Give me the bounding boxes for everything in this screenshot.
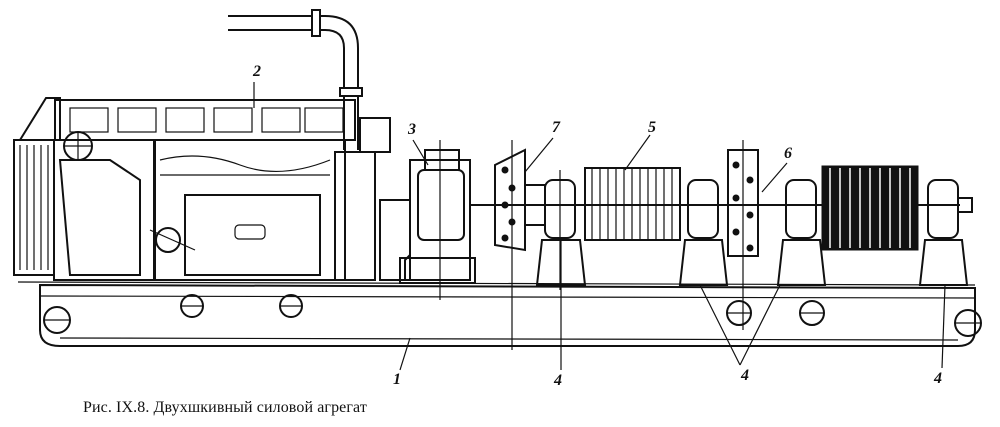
callout-pulley-left: 5 xyxy=(648,119,656,136)
callout-engine: 2 xyxy=(253,63,261,80)
leader-lines xyxy=(253,82,946,371)
callout-clutch-right: 6 xyxy=(784,145,792,162)
callout-gearbox: 3 xyxy=(408,121,416,138)
power-unit-drawing xyxy=(13,9,982,371)
bearing-support xyxy=(918,179,973,286)
bearing-support xyxy=(678,179,729,286)
callout-supports-right: 4 xyxy=(934,370,942,387)
frame-holes xyxy=(43,294,982,337)
pulley-left xyxy=(584,167,681,241)
clutch-right xyxy=(727,140,759,330)
callout-supports-middle: 4 xyxy=(741,367,749,384)
figure-caption: Рис. IX.8. Двухшкивный силовой агрегат xyxy=(83,399,367,416)
gearbox xyxy=(379,140,476,300)
callout-clutch-left: 7 xyxy=(552,119,560,136)
engine xyxy=(13,97,391,281)
pulley-right xyxy=(821,165,919,251)
bearing-support xyxy=(776,179,827,286)
bearing-supports xyxy=(535,170,973,290)
callout-supports-left: 4 xyxy=(554,372,562,389)
bearing-support xyxy=(535,170,587,290)
clutch-left xyxy=(494,140,546,350)
callout-frame: 1 xyxy=(393,371,401,388)
base-frame xyxy=(17,281,982,347)
exhaust-pipe xyxy=(228,9,363,150)
